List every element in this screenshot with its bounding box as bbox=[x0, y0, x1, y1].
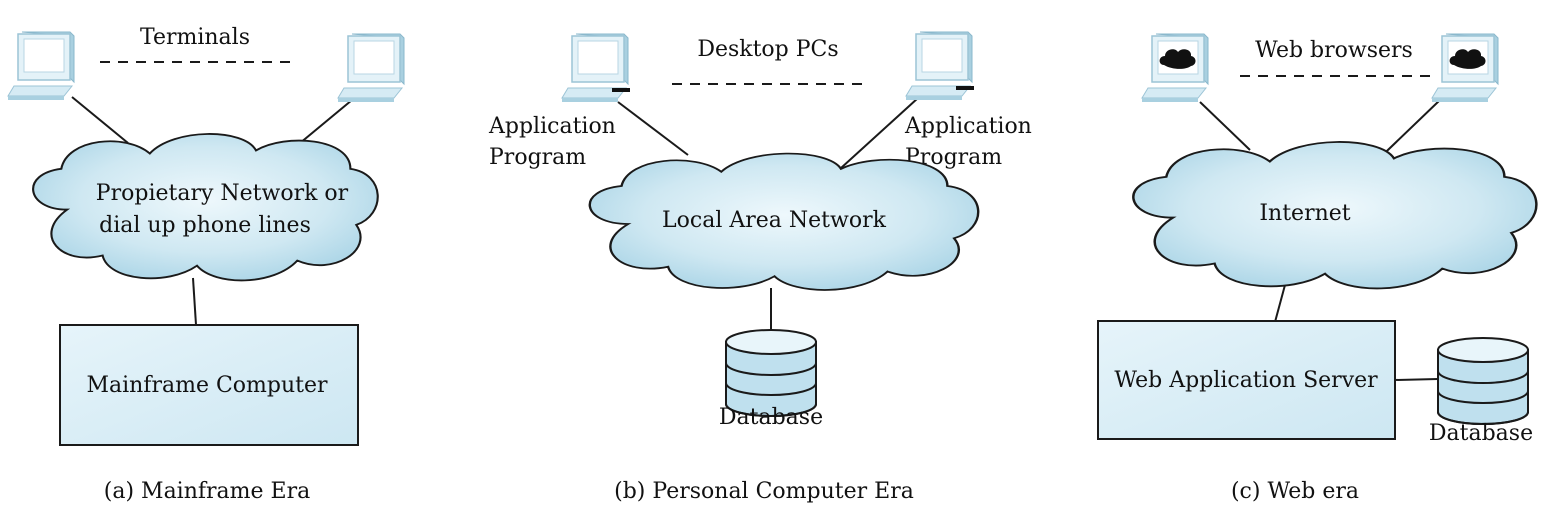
desktop-pc-right-icon bbox=[905, 31, 974, 101]
mainframe-label: Mainframe Computer bbox=[86, 373, 328, 398]
database-icon bbox=[725, 329, 817, 417]
terminal-left-link bbox=[71, 96, 129, 144]
web-browsers-label: Web browsers bbox=[1255, 38, 1413, 63]
pc-left-link bbox=[617, 101, 689, 156]
terminal-left-icon bbox=[7, 31, 75, 101]
caption-web-era: (c) Web era bbox=[1231, 479, 1359, 504]
web-browser-right-icon bbox=[1431, 33, 1499, 103]
app-program-right-line-1: Application bbox=[904, 114, 1032, 139]
web-app-server-box bbox=[1097, 320, 1396, 440]
web-database-icon bbox=[1437, 337, 1529, 425]
network-label-line-2: dial up phone lines bbox=[99, 213, 311, 238]
web-app-server-label: Web Application Server bbox=[1114, 368, 1378, 393]
network-label-line-1: Propietary Network or bbox=[96, 181, 349, 206]
network-cloud-icon bbox=[32, 132, 379, 282]
database-label: Database bbox=[719, 405, 823, 430]
terminals-label: Terminals bbox=[140, 25, 250, 50]
server-database-link bbox=[1394, 378, 1439, 381]
caption-mainframe-era: (a) Mainframe Era bbox=[104, 479, 310, 504]
web-database-label: Database bbox=[1429, 421, 1533, 446]
pc-right-link bbox=[829, 97, 919, 179]
desktop-pcs-label: Desktop PCs bbox=[697, 37, 838, 62]
lan-label: Local Area Network bbox=[662, 208, 887, 233]
mainframe-box bbox=[59, 324, 359, 446]
terminal-right-icon bbox=[337, 33, 405, 103]
internet-label: Internet bbox=[1259, 201, 1350, 226]
app-program-left-line-1: Application bbox=[488, 114, 616, 139]
app-program-left-line-2: Program bbox=[489, 145, 586, 170]
web-browser-left-icon bbox=[1141, 33, 1209, 103]
caption-personal-computer-era: (b) Personal Computer Era bbox=[614, 479, 914, 504]
panel-personal-computer-era: Desktop PCs Application Program Applicat… bbox=[488, 31, 1032, 504]
browser-left-link bbox=[1199, 101, 1251, 151]
panel-mainframe-era: Terminals Propietary Network or dial up … bbox=[7, 25, 405, 504]
internet-server-link bbox=[1274, 284, 1286, 323]
network-mainframe-link bbox=[192, 277, 197, 326]
desktop-pc-left-icon bbox=[561, 33, 630, 103]
panel-web-era: Web browsers Internet Web Application Se… bbox=[1097, 33, 1538, 504]
